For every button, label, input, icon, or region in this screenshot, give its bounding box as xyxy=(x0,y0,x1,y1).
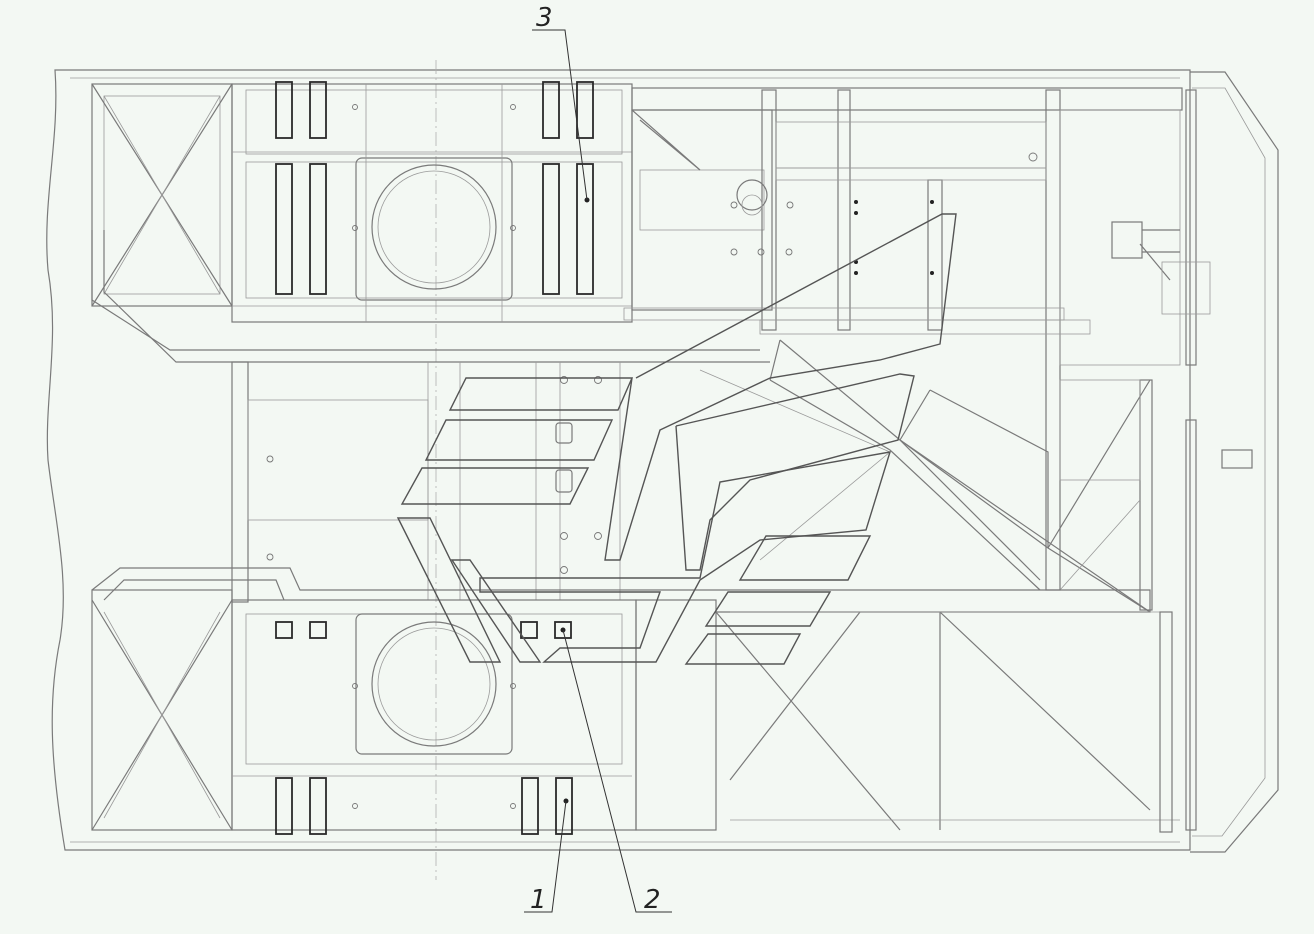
lower-frame xyxy=(91,567,1180,833)
callout-3: 3 xyxy=(532,3,590,203)
callout-3-label: 3 xyxy=(536,3,553,33)
upper-left-frame xyxy=(91,83,770,363)
callout-1: 1 xyxy=(524,798,569,915)
upper-right-frame xyxy=(623,87,1211,611)
lower-slots xyxy=(275,621,573,835)
middle-frame xyxy=(231,339,1151,613)
callout-2-label: 2 xyxy=(644,885,661,915)
upper-slots xyxy=(275,81,594,295)
frame-outline xyxy=(46,69,1279,853)
callout-2: 2 xyxy=(560,627,672,915)
callout-1-label: 1 xyxy=(530,885,547,915)
floor-panels xyxy=(396,213,957,665)
